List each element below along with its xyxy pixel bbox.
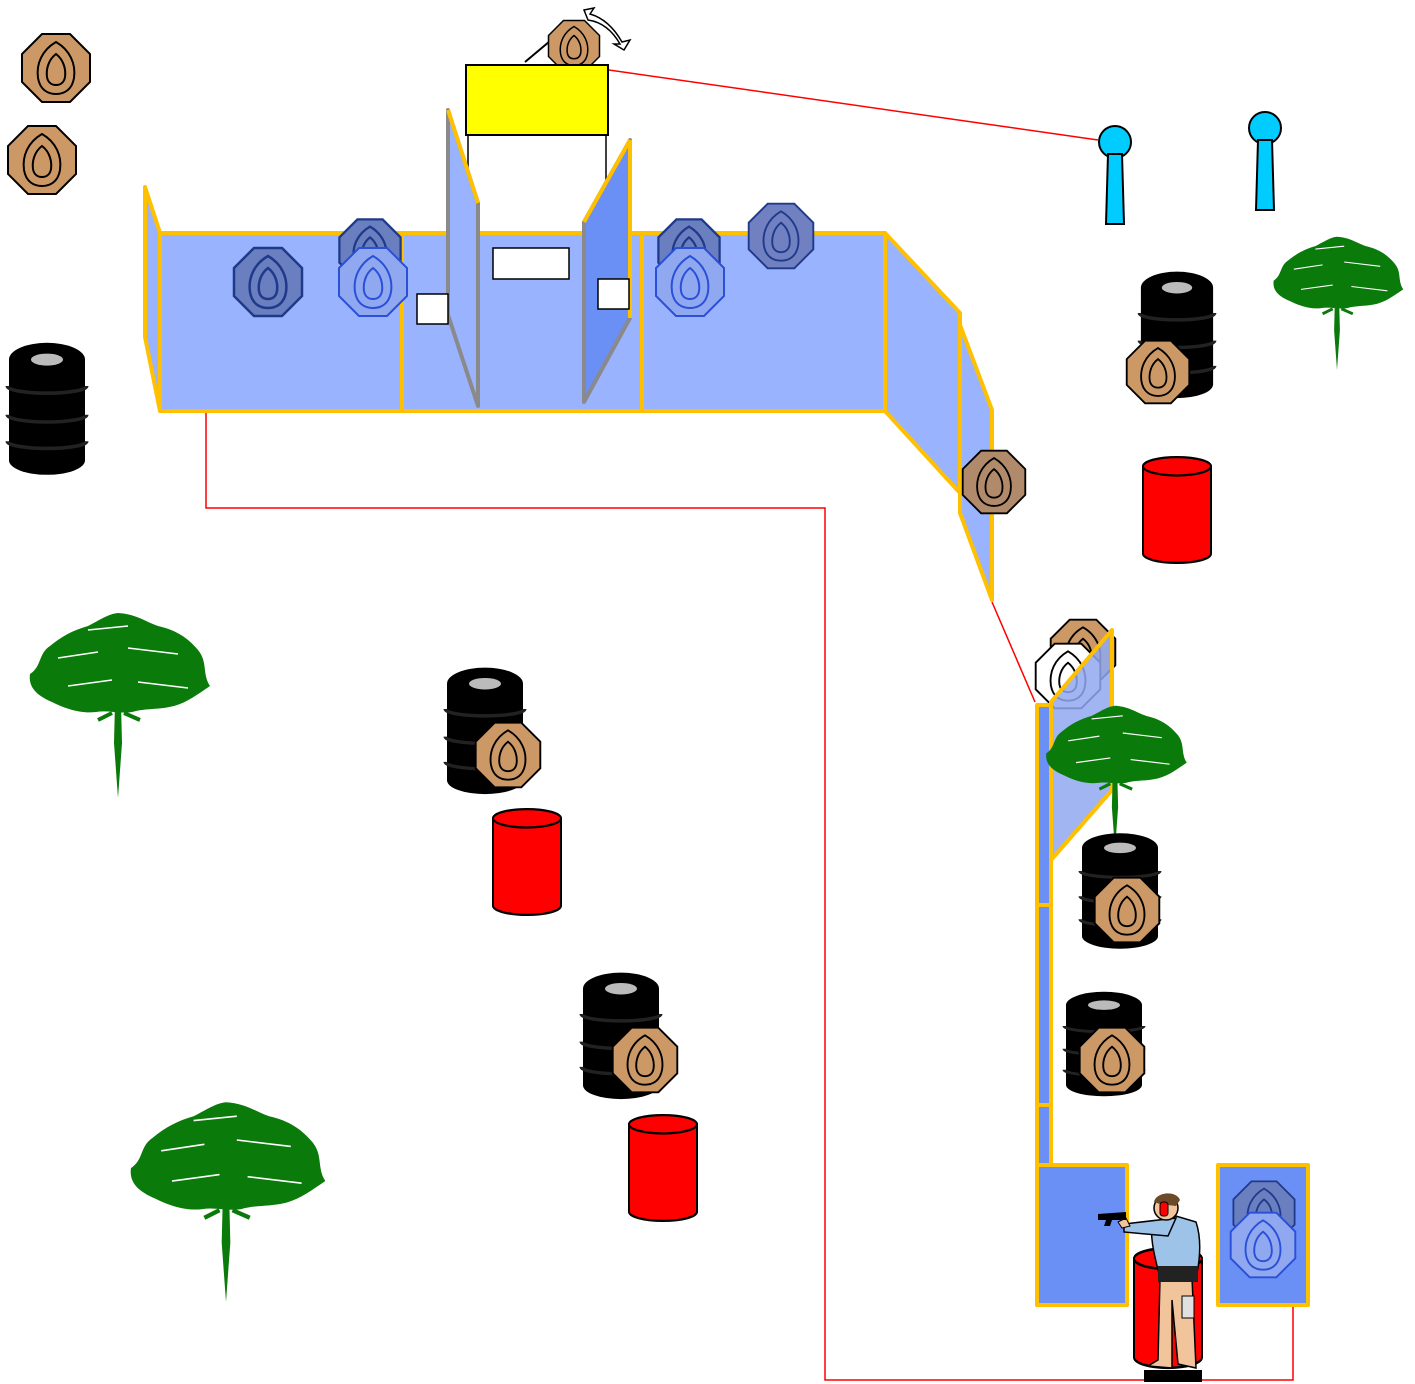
ipsc-target-icon [1127,341,1190,404]
ipsc-target-icon [8,34,90,194]
swinger-target-icon [466,21,608,181]
ipsc-target-icon [749,204,814,269]
no-shoot-target-icon [1231,1213,1296,1278]
red-barrel-icon [1143,457,1211,563]
ipsc-target-icon [963,451,1026,514]
popper-icon [1099,112,1281,224]
tire-stack-icon [7,343,87,475]
